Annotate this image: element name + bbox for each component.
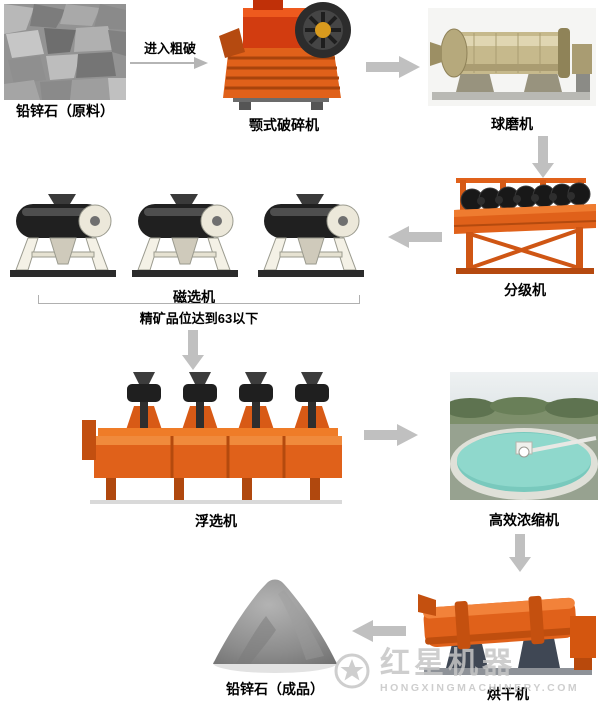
magnetic-group-bracket	[38, 295, 360, 304]
magnetic-separator-image-2	[131, 194, 239, 278]
concentrate-grade-note: 精矿品位达到63以下	[139, 311, 259, 326]
arrow-raw-to-jawcrusher	[130, 57, 208, 69]
brand-name: 红星机器	[380, 647, 516, 680]
jaw-crusher-label: 颚式破碎机	[249, 117, 319, 133]
thickener-label: 高效浓缩机	[489, 512, 559, 528]
dryer-image	[418, 572, 598, 680]
classifier-image	[453, 178, 597, 274]
raw-ore-label: 铅锌石（原料）	[16, 103, 114, 119]
arrow-dryer-to-product	[352, 620, 406, 642]
ball-mill-image	[428, 8, 596, 106]
classifier-label: 分级机	[504, 282, 546, 298]
arrow-flotation-to-thickener	[364, 424, 418, 446]
brand-text-block: 红星机器 HONGXINGMACHINERY.COM	[380, 648, 579, 694]
raw-ore-image	[4, 4, 126, 100]
brand-watermark: 红星机器 HONGXINGMACHINERY.COM	[332, 648, 579, 694]
magnetic-separator-image-1	[9, 194, 117, 278]
thickener-image	[450, 372, 598, 500]
jaw-crusher-image	[219, 0, 351, 110]
arrow-thickener-to-dryer	[509, 534, 531, 572]
arrow-jawcrusher-to-ballmill	[366, 56, 420, 78]
flotation-machine-label: 浮选机	[195, 513, 237, 529]
flotation-machine-image	[82, 372, 342, 504]
finished-product-image	[213, 579, 337, 673]
magnetic-separator-label: 磁选机	[173, 289, 215, 305]
arrow-classifier-to-magnetic	[388, 226, 442, 248]
magnetic-separator-image-3	[257, 194, 365, 278]
arrow-ballmill-to-classifier	[532, 136, 554, 178]
finished-product-label: 铅锌石（成品）	[226, 681, 324, 697]
brand-logo-icon	[334, 653, 370, 689]
enter-crushing-note: 进入粗破	[143, 41, 196, 56]
brand-url: HONGXINGMACHINERY.COM	[380, 681, 580, 694]
dryer-label: 烘干机	[487, 686, 529, 702]
ball-mill-label: 球磨机	[491, 116, 533, 132]
arrow-magnetic-to-flotation	[182, 330, 204, 370]
